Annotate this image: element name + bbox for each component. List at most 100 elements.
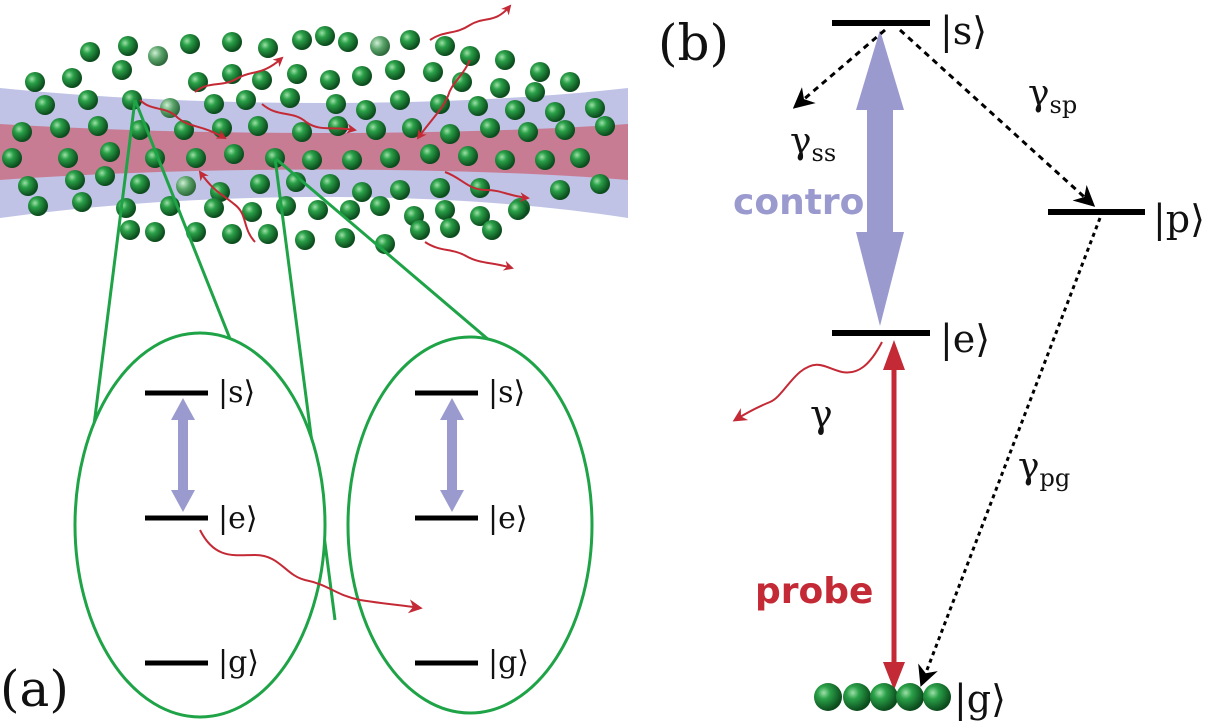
atom — [160, 98, 180, 118]
atom — [12, 122, 32, 142]
ground-atom — [896, 683, 924, 711]
atom — [518, 122, 538, 142]
atom — [186, 148, 206, 168]
atom — [470, 206, 490, 226]
atom — [570, 148, 590, 168]
control-arrow — [171, 398, 195, 512]
atom — [50, 118, 70, 138]
atom — [430, 94, 450, 114]
atom — [423, 62, 443, 82]
atom — [65, 170, 85, 190]
atom — [292, 30, 312, 50]
atom — [280, 88, 300, 108]
atom — [145, 222, 165, 242]
atom — [480, 118, 500, 138]
atom — [420, 144, 440, 164]
atom — [258, 224, 278, 244]
atom — [380, 148, 400, 168]
atom — [2, 148, 22, 168]
ground-atom — [923, 683, 951, 711]
scattered-photon — [139, 99, 227, 139]
atom — [118, 36, 138, 56]
atom — [62, 68, 82, 88]
atom — [385, 60, 405, 80]
atom — [452, 72, 472, 92]
level-g-label: |g⟩ — [488, 645, 529, 680]
atom — [585, 98, 605, 118]
atom — [295, 230, 315, 250]
atom — [555, 120, 575, 140]
panel-b-label: (b) — [658, 14, 729, 72]
atom — [495, 50, 515, 70]
decay-ss-arrow — [792, 28, 886, 109]
probe-label: probe — [755, 571, 873, 612]
atom — [430, 178, 450, 198]
atom — [204, 198, 224, 218]
level-g-label: |g⟩ — [218, 645, 259, 680]
atom — [435, 36, 455, 56]
atom — [176, 176, 196, 196]
atom — [435, 200, 455, 220]
control-arrow — [440, 398, 464, 512]
atom — [248, 116, 268, 136]
scattered-photon — [194, 56, 284, 93]
exchange-photon — [199, 529, 423, 614]
atom — [335, 228, 355, 248]
level-p-label: |p⟩ — [1153, 197, 1205, 241]
atom — [338, 32, 358, 52]
atom — [315, 26, 335, 46]
gamma-pg-subscript: pg — [1040, 464, 1071, 492]
atom — [287, 64, 307, 84]
atom — [252, 70, 272, 90]
ground-atom — [814, 683, 842, 711]
atom — [58, 148, 78, 168]
atom — [28, 196, 48, 216]
gamma-ss-label: γss — [790, 121, 836, 167]
right-inset-outline — [346, 335, 594, 715]
atom — [95, 166, 115, 186]
gamma-pg-symbol: γ — [1018, 446, 1040, 487]
scattered-photon — [424, 241, 514, 271]
atom — [458, 146, 478, 166]
atom — [535, 150, 555, 170]
atom — [470, 178, 490, 198]
scattered-photon — [444, 171, 530, 203]
atom — [174, 120, 194, 140]
level-s-label: |s⟩ — [940, 9, 987, 53]
atom — [370, 36, 390, 56]
atom — [292, 122, 312, 142]
gamma-label: γ — [810, 392, 833, 436]
level-e-label: |e⟩ — [488, 501, 528, 536]
atom — [100, 142, 120, 162]
atom — [35, 95, 55, 115]
gamma-sp-label: γsp — [1028, 73, 1077, 119]
atom — [495, 150, 515, 170]
control-label: control — [733, 182, 877, 223]
atom — [320, 174, 340, 194]
atom — [490, 78, 510, 98]
level-s-label: |s⟩ — [488, 375, 525, 410]
atom — [258, 38, 278, 58]
left-inset: |s⟩ |e⟩ |g⟩ — [145, 375, 259, 680]
atom — [250, 174, 270, 194]
atom — [525, 82, 545, 102]
atom — [286, 172, 306, 192]
atom — [112, 60, 132, 80]
atom — [352, 182, 372, 202]
atom — [180, 34, 200, 54]
level-g-label: |g⟩ — [954, 677, 1006, 721]
atom — [370, 196, 390, 216]
atom — [130, 174, 150, 194]
atom — [328, 116, 348, 136]
atom — [342, 150, 362, 170]
level-s-label: |s⟩ — [218, 375, 255, 410]
atom — [224, 144, 244, 164]
atom — [530, 62, 550, 82]
atom — [366, 120, 386, 140]
atom — [204, 94, 224, 114]
atom — [440, 218, 460, 238]
atom — [468, 96, 488, 116]
scattered-photon — [416, 59, 471, 140]
atom — [400, 30, 420, 50]
